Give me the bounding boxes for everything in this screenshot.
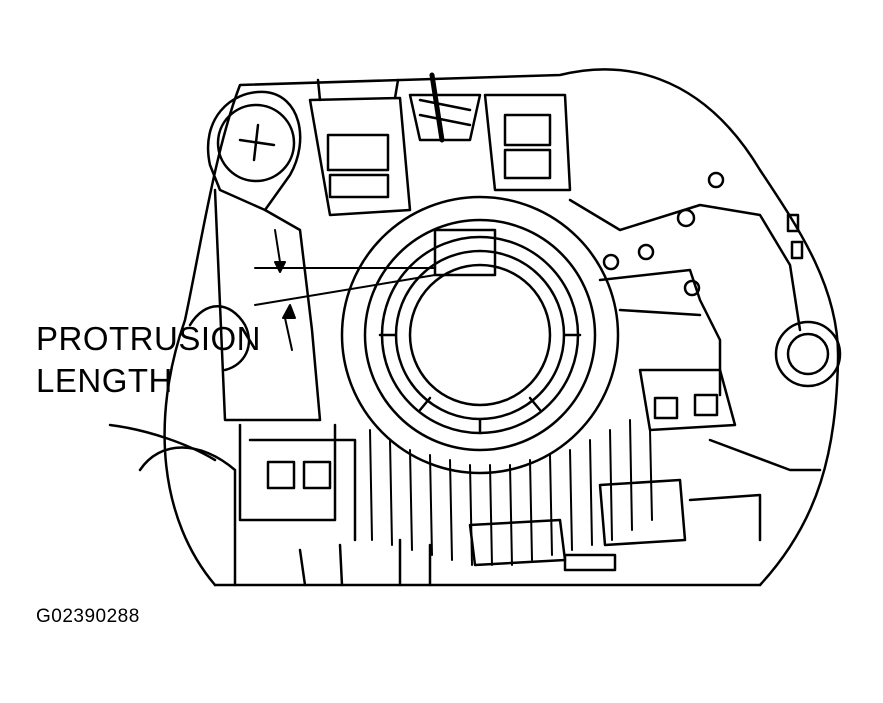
protrusion-dimension <box>255 230 435 350</box>
mounting-screw <box>208 92 300 210</box>
right-housing-features <box>570 173 840 395</box>
top-connector-left <box>310 80 410 215</box>
protrusion-length-label: PROTRUSION LENGTH <box>36 318 261 402</box>
slip-ring-assembly <box>342 197 618 473</box>
brush-holder-arm <box>215 190 355 540</box>
right-connector <box>640 370 735 430</box>
cooling-fins <box>370 420 652 565</box>
figure-id: G02390288 <box>36 606 140 627</box>
top-connector-right <box>485 95 570 190</box>
housing-outline <box>110 69 838 585</box>
top-terminal-wire <box>410 75 480 140</box>
bottom-terminals <box>300 440 820 585</box>
callout-line-1: PROTRUSION <box>36 320 262 357</box>
callout-line-2: LENGTH <box>36 362 173 399</box>
